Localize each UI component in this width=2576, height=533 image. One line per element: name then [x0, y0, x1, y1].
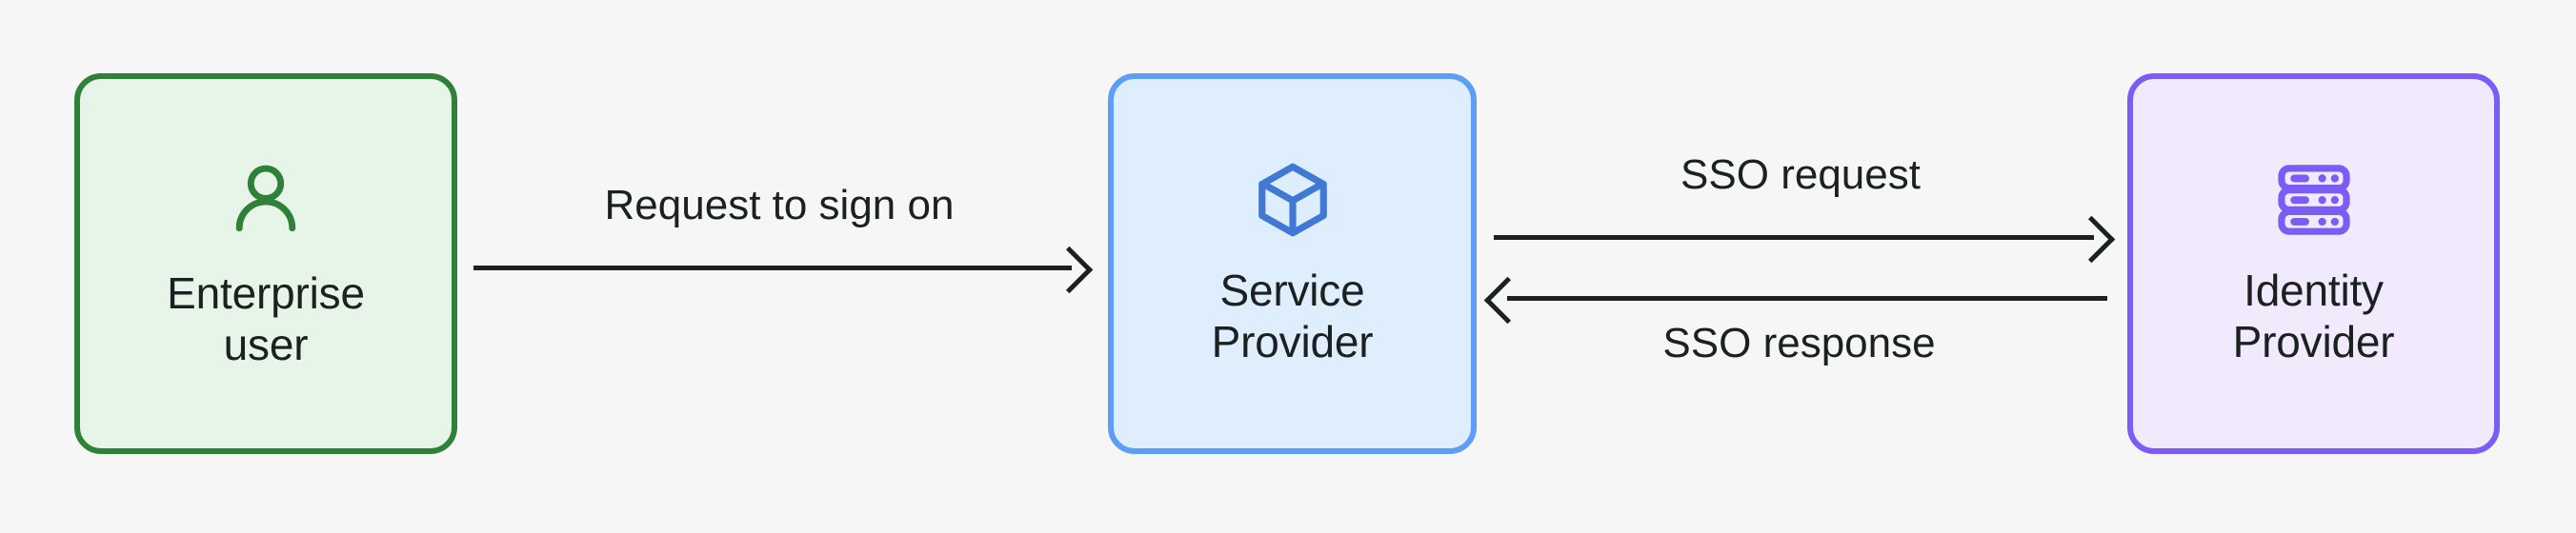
edge-label-sso-request: SSO request — [1680, 151, 1921, 198]
edge-label-request-to-sign-on: Request to sign on — [604, 182, 955, 228]
node-label-enterprise-user: Enterprise user — [167, 268, 365, 369]
arrowhead-left-icon — [1483, 276, 1532, 325]
edge-label-sso-response: SSO response — [1662, 320, 1936, 366]
arrowhead-right-icon — [1045, 246, 1094, 294]
node-label-service-provider: Service Provider — [1211, 266, 1374, 366]
edge-line — [1507, 296, 2107, 301]
node-identity-provider[interactable]: Identity Provider — [2127, 73, 2500, 454]
cube-icon — [1252, 159, 1334, 241]
node-label-identity-provider: Identity Provider — [2232, 266, 2395, 366]
person-icon — [222, 156, 310, 244]
server-rack-icon — [2273, 159, 2355, 241]
node-enterprise-user[interactable]: Enterprise user — [74, 73, 457, 454]
node-service-provider[interactable]: Service Provider — [1108, 73, 1477, 454]
edge-line — [1494, 235, 2094, 240]
edge-line — [473, 266, 1072, 270]
arrowhead-right-icon — [2067, 215, 2116, 264]
